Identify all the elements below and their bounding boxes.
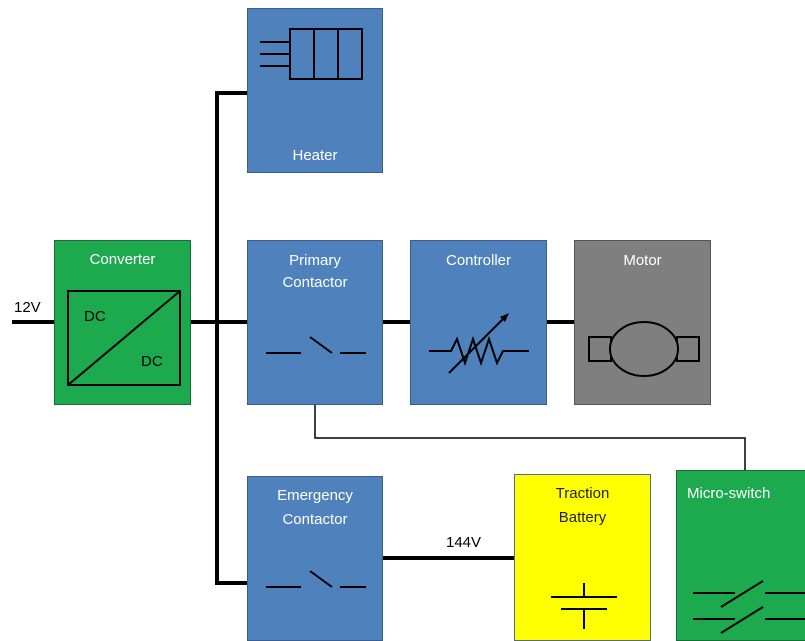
- micro-switch-icon: [693, 580, 805, 634]
- primary-contactor-title-line1: Primary: [289, 252, 341, 269]
- emergency-contactor-title-line1: Emergency: [277, 487, 353, 504]
- motor-block: Motor: [574, 240, 711, 405]
- heater-icon: [260, 28, 363, 80]
- heater-title: Heater: [292, 147, 338, 164]
- heater-branch-wire: [215, 91, 247, 585]
- battery-voltage-label: 144V: [446, 534, 482, 551]
- traction-battery-title-line2: Battery: [558, 509, 607, 526]
- traction-battery-title-line1: Traction: [555, 485, 610, 502]
- primary-contactor-title-line2: Contactor: [282, 274, 348, 291]
- switch-icon: [266, 570, 366, 588]
- micro-switch-block: Micro-switch: [676, 470, 805, 641]
- converter-title: Converter: [89, 251, 156, 268]
- primary-contactor-block: Primary Contactor: [247, 240, 383, 405]
- converter-block: Converter DC DC: [54, 240, 191, 405]
- heater-block: Heater: [247, 8, 383, 173]
- variable-resistor-icon: [429, 313, 529, 374]
- motor-icon: [588, 321, 700, 377]
- battery-icon: [551, 583, 617, 629]
- input-voltage-label: 12V: [14, 299, 41, 316]
- traction-battery-block: Traction Battery: [514, 474, 651, 641]
- dc-input-label: DC: [84, 308, 106, 325]
- emergency-contactor-title-line2: Contactor: [282, 511, 348, 528]
- controller-block: Controller: [410, 240, 547, 405]
- power-bus: [12, 91, 574, 585]
- micro-switch-title: Micro-switch: [687, 485, 771, 502]
- switch-icon: [266, 336, 366, 354]
- dc-dc-converter-symbol: [67, 290, 181, 386]
- emergency-contactor-block: Emergency Contactor: [247, 476, 383, 641]
- dc-output-label: DC: [141, 353, 163, 370]
- controller-title: Controller: [445, 252, 512, 269]
- motor-title: Motor: [623, 252, 662, 269]
- micro-switch-control-wire: [314, 405, 746, 470]
